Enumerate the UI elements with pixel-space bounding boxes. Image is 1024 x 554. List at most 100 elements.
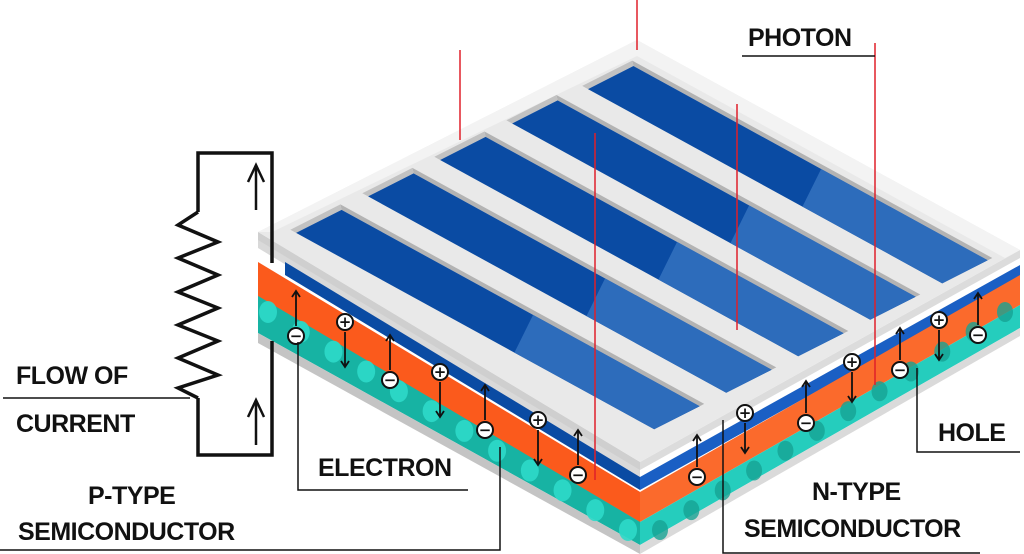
arrow-head [435,410,445,419]
external-circuit [173,151,274,457]
arrow-head [934,353,944,362]
electron-hole-dot [871,381,888,402]
charge-symbol: + [933,311,946,329]
arrow-up-icon [973,291,983,325]
teal-layer-right [640,305,1020,545]
teal-layer-left [258,296,640,545]
current-arrows [246,162,266,445]
electron-hole-dot [553,479,572,502]
leader-lines [0,55,1020,554]
charge-circle [569,466,587,484]
charge-symbol: − [691,468,704,486]
n-semiconductor-label: SEMICONDUCTOR [744,515,961,543]
charges: −−−−+++−−−−+++ [287,289,987,486]
bottom-gray-left [258,333,640,554]
electron-hole-dot [324,340,343,363]
charge-circle [736,404,754,422]
hole-charge-icon: + [736,404,754,422]
arrow-head [573,428,583,437]
electron-hole-dot [997,302,1013,322]
arrow-head [847,395,857,404]
charge-symbol: − [479,421,492,439]
blue-reflection [802,168,988,284]
charge-symbol: − [972,326,985,344]
charge-symbol: − [894,361,907,379]
electron-leader [297,342,468,491]
charge-symbol: + [434,363,447,381]
electron-hole-dot [488,439,507,462]
arrow-up-icon [291,289,301,326]
electron-hole-dot [652,520,668,540]
left-face-layers [258,232,640,554]
arrow-down-icon [435,382,445,419]
charge-circle [431,363,449,381]
arrow-head [801,379,811,388]
blue-reflection [730,205,916,320]
electron-hole-dot [840,401,857,422]
arrow-head [973,291,983,300]
arrow-up-icon [246,162,266,210]
finger-bevel [506,94,558,124]
electron-hole-dot [586,499,605,522]
photon-label: PHOTON [748,24,852,52]
electron-charge-icon: − [476,421,494,439]
arrow-up-icon [246,397,266,445]
arrow-down-icon [533,430,543,467]
p-type-label: P-TYPE [88,482,175,510]
cell-strips [290,60,993,430]
arrow-up-icon [895,326,905,360]
charge-circle [843,353,861,371]
electron-hole-dot [259,301,277,323]
blue-reflection [514,314,700,430]
glass-edge-left [258,232,640,470]
orange-layer-right [640,275,1020,522]
electron-hole-dot [777,440,794,461]
arrow-down-icon [340,332,350,369]
charge-circle [476,421,494,439]
p-type-leader [0,447,501,551]
hole-charge-icon: + [529,411,547,429]
charge-circle [287,327,305,345]
arrow-up-icon [801,379,811,413]
blue-reflection [586,278,772,393]
arrow-down-icon [740,423,750,455]
electron-charge-icon: − [381,371,399,389]
arrow-head [740,446,750,455]
right-face-layers [640,250,1020,554]
electron-hole-dot [746,460,763,481]
arrow-head [480,383,490,392]
photon-rays [459,0,876,480]
arrow-head [895,326,905,335]
arrow-head [385,333,395,342]
flow-of-label: FLOW OF [16,362,128,390]
charge-circle [529,411,547,429]
hole-charge-icon: + [336,313,354,331]
electron-charge-icon: − [688,468,706,486]
charge-symbol: + [339,313,352,331]
charge-circle [969,326,987,344]
circuit-wire-bottom [196,341,274,457]
hole-charge-icon: + [843,353,861,371]
charge-symbol: + [532,411,545,429]
charge-circle [797,414,815,432]
p-semiconductor-label: SEMICONDUCTOR [18,518,235,546]
hole-label: HOLE [938,419,1005,447]
finger-bevel [434,131,486,160]
arrow-up-icon [692,433,702,467]
glass-edge-right [640,250,1020,470]
electron-charge-icon: − [569,466,587,484]
arrow-head [291,289,301,298]
electron-hole-dot [455,419,474,442]
electron-charge-icon: − [969,326,987,344]
arrow-up-icon [573,428,583,465]
charge-symbol: − [572,466,585,484]
electron-hole-dot [619,519,637,541]
electron-label: ELECTRON [318,454,452,482]
finger-bevel [340,204,705,407]
arrow-down-icon [847,372,857,404]
n-type-leader [722,420,980,554]
hole-charge-icon: + [431,363,449,381]
charge-circle [381,371,399,389]
electron-hole-dot [357,360,376,383]
